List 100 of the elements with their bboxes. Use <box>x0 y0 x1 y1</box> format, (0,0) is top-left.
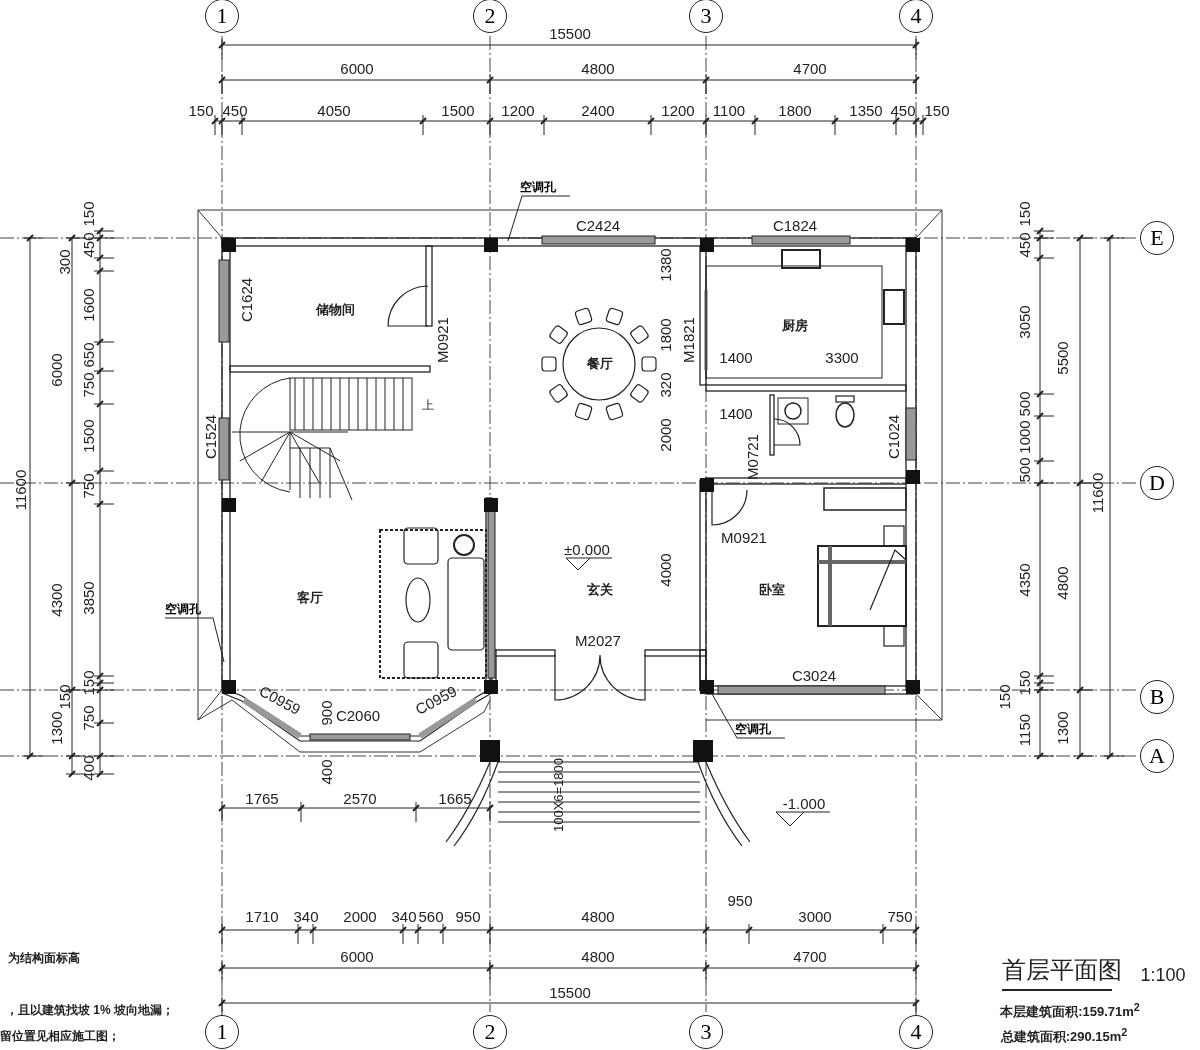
elevation-text: ±0.000 <box>564 541 610 557</box>
opening-code: C3024 <box>791 667 837 683</box>
dimension-text: 4800 <box>581 60 615 76</box>
dimension-text: 3300 <box>825 349 859 365</box>
dimension-text: 1500 <box>80 419 96 453</box>
dimension-text: 5500 <box>1054 341 1070 375</box>
opening-code: C1524 <box>202 414 218 460</box>
drawing-title: 首层平面图 <box>1002 958 1122 982</box>
axis-bubble: 2 <box>473 0 507 33</box>
dimension-text: 4000 <box>657 553 673 587</box>
dimension-text: 1600 <box>80 288 96 322</box>
callout-text: 空调孔 <box>520 178 570 196</box>
dimension-text: 150 <box>56 684 72 710</box>
dimension-text: 11600 <box>12 469 28 511</box>
scale-text: 1:100 <box>1140 966 1186 984</box>
axis-bubble: 2 <box>473 1015 507 1049</box>
leader-line <box>711 693 786 739</box>
axis-bubble: 3 <box>689 1015 723 1049</box>
room-name: 厨房 <box>782 317 808 335</box>
dimension-text: 1500 <box>441 102 475 118</box>
room-name: 玄关 <box>587 581 613 599</box>
dimension-text: 950 <box>455 908 481 924</box>
dimension-text: 4800 <box>581 948 615 964</box>
dimension-text: 750 <box>80 473 96 499</box>
elevation-text: -1.000 <box>782 795 826 811</box>
dimension-text: 750 <box>887 908 913 924</box>
dimension-text: 2000 <box>343 908 377 924</box>
dimension-text: 750 <box>80 372 96 398</box>
room-name: 客厅 <box>297 589 323 607</box>
dimension-text: 150 <box>996 684 1012 710</box>
dimension-text: 15500 <box>549 984 591 1000</box>
dimension-text: 15500 <box>549 25 591 41</box>
dimension-text: 4700 <box>793 60 827 76</box>
axis-bubble: A <box>1140 739 1174 773</box>
leader-line <box>507 195 571 242</box>
callout-text: 空调孔 <box>165 600 215 618</box>
stair-direction-text: 上 <box>422 399 434 411</box>
dimension-text: 150 <box>188 102 214 118</box>
dimension-text: 3000 <box>798 908 832 924</box>
opening-code: C1624 <box>238 277 254 323</box>
opening-code: M0921 <box>721 529 767 545</box>
axis-bubble: 4 <box>899 1015 933 1049</box>
opening-code: C1824 <box>772 217 818 233</box>
dimension-text: 400 <box>318 759 334 785</box>
dimension-text: 150 <box>1016 670 1032 696</box>
dimension-text: 6000 <box>48 353 64 387</box>
dimension-text: 1710 <box>245 908 279 924</box>
dimension-text: 150 <box>1016 201 1032 227</box>
axis-bubble: 4 <box>899 0 933 33</box>
dimension-text: 4800 <box>1054 566 1070 600</box>
leader-line <box>164 617 225 663</box>
dimension-text: 11600 <box>1089 472 1105 514</box>
dimension-text: 1765 <box>245 790 279 806</box>
dimension-text: 1800 <box>778 102 812 118</box>
opening-code: M0921 <box>434 317 450 363</box>
dimension-text: 6000 <box>340 60 374 76</box>
dimension-text: 1100 <box>712 102 746 118</box>
dimension-text: 2400 <box>581 102 615 118</box>
area-note: 本层建筑面积:159.71m$^{2}$ <box>1000 1001 1140 1019</box>
opening-code: C1024 <box>885 414 901 460</box>
dimension-text: 4800 <box>581 908 615 924</box>
dimension-text: 1300 <box>1054 711 1070 745</box>
opening-code: M1821 <box>680 317 696 363</box>
axis-bubble: 1 <box>205 0 239 33</box>
opening-code: C2424 <box>575 217 621 233</box>
dimension-text: 560 <box>418 908 444 924</box>
dimension-text: 100X6=1800 <box>551 757 565 833</box>
note-text: 为结构面标高 <box>8 952 80 964</box>
dimension-text: 3850 <box>80 581 96 615</box>
opening-code: M2027 <box>575 632 621 648</box>
dimension-text: 1000 <box>1016 420 1032 454</box>
dimension-text: 3050 <box>1016 305 1032 339</box>
dimension-text: 4350 <box>1016 563 1032 597</box>
dimension-text: 1350 <box>849 102 883 118</box>
dimension-text: 300 <box>56 249 72 275</box>
dimension-text: 150 <box>80 670 96 696</box>
dimension-text: 340 <box>293 908 319 924</box>
dimension-text: 950 <box>727 892 753 908</box>
dimension-text: 900 <box>318 700 334 726</box>
axis-bubble: 3 <box>689 0 723 33</box>
dimension-text: 1200 <box>501 102 535 118</box>
dimension-text: 500 <box>1016 391 1032 417</box>
dimension-text: 4700 <box>793 948 827 964</box>
dimension-text: 1300 <box>48 711 64 745</box>
room-name: 卧室 <box>759 581 785 599</box>
room-name: 储物间 <box>315 301 355 319</box>
dimension-text: 1380 <box>657 248 673 282</box>
area-note: 总建筑面积:290.15m$^{2}$ <box>1000 1026 1128 1044</box>
dimension-text: 6000 <box>340 948 374 964</box>
dimension-text: 450 <box>890 102 916 118</box>
dimension-text: 1400 <box>719 405 753 421</box>
dimension-text: 650 <box>80 342 96 368</box>
dimension-text: 150 <box>80 201 96 227</box>
dimension-text: 450 <box>222 102 248 118</box>
axis-bubble: B <box>1140 680 1174 714</box>
dimension-text: 4300 <box>48 583 64 617</box>
dimension-text: 320 <box>657 372 673 398</box>
dimension-text: 400 <box>80 755 96 781</box>
axis-bubble: D <box>1140 466 1174 500</box>
dimension-text: 500 <box>1016 457 1032 483</box>
